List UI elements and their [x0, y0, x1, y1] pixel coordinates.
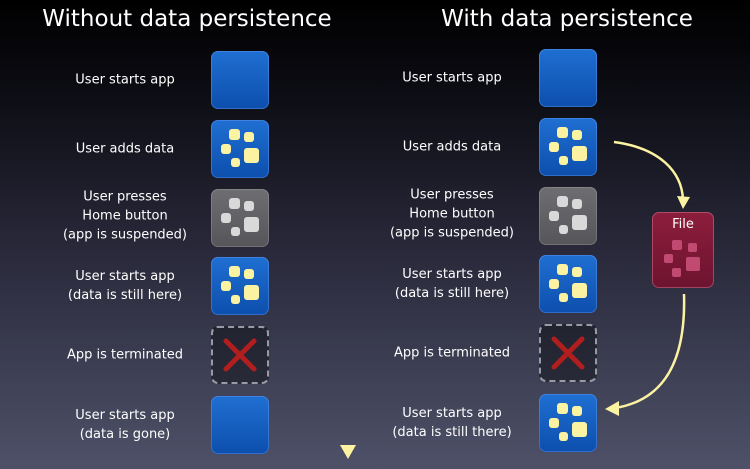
step-label: User starts app (data is gone) — [75, 408, 175, 442]
step-label: User starts app (data is still here) — [67, 269, 183, 303]
app-empty-tile — [211, 51, 269, 109]
step-label: User presses Home button (app is suspend… — [62, 189, 188, 243]
step-label: User starts app — [402, 70, 502, 86]
step-label: User starts app (data is still there) — [392, 406, 512, 440]
app-empty-tile — [211, 396, 269, 454]
step-label: App is terminated — [393, 345, 511, 361]
app-suspended-tile — [539, 187, 597, 245]
file-label: File — [672, 217, 694, 232]
app-data-tile — [539, 255, 597, 313]
terminated-x-icon — [223, 338, 257, 372]
save-to-file-arrow — [613, 140, 690, 209]
app-data-tile — [211, 120, 269, 178]
app-data-tile — [539, 118, 597, 176]
app-data-tile — [211, 257, 269, 315]
step-label: App is terminated — [66, 347, 184, 363]
step-label: User presses Home button (app is suspend… — [389, 187, 515, 241]
step-label: User adds data — [75, 141, 175, 157]
terminated-x-icon — [551, 336, 585, 370]
load-from-file-arrow — [605, 293, 686, 416]
step-label: User adds data — [402, 139, 502, 155]
file-tile: File — [652, 212, 714, 288]
heading-with-persistence: With data persistence — [441, 6, 693, 32]
app-suspended-tile — [211, 189, 269, 247]
app-terminated-tile — [211, 326, 269, 384]
heading-without-persistence: Without data persistence — [42, 6, 332, 32]
app-data-tile — [539, 394, 597, 452]
app-empty-tile — [539, 49, 597, 107]
timeline-arrow — [340, 50, 356, 459]
step-label: User starts app (data is still here) — [394, 267, 510, 301]
app-terminated-tile — [539, 324, 597, 382]
step-label: User starts app — [75, 72, 175, 88]
